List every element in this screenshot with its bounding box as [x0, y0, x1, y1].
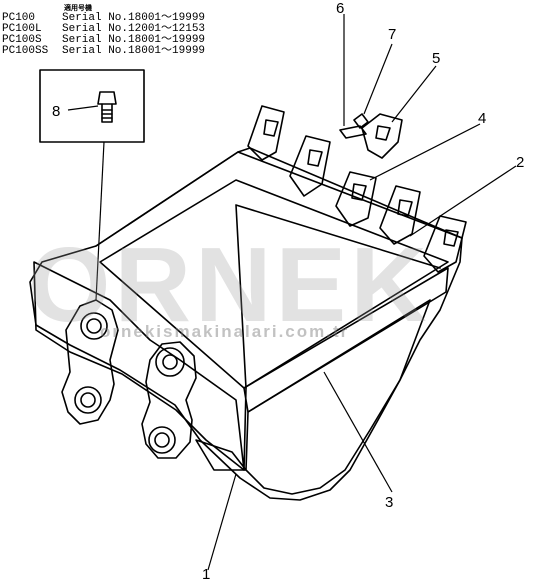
wear-plate	[195, 439, 247, 471]
tooth-3	[335, 171, 377, 227]
bolt-head	[97, 91, 117, 105]
side-plate-line	[243, 387, 247, 471]
leader-bolt-drop	[95, 141, 105, 301]
inner-rim	[99, 179, 449, 389]
front-lug	[141, 341, 197, 459]
bolt-thread	[101, 109, 113, 119]
callout-3: 3	[385, 494, 394, 511]
serial-range: Serial No.18001～19999	[62, 12, 206, 24]
bolt-inset-box	[39, 69, 145, 143]
cutting-edge	[95, 151, 463, 247]
front-band	[243, 267, 449, 413]
tooth-1	[247, 105, 285, 161]
callout-7: 7	[388, 26, 397, 43]
applicable-serials: 適用号機 PC100 Serial No.18001～19999 PC100L …	[2, 4, 217, 57]
tooth-5	[423, 215, 467, 273]
leader-1	[207, 473, 237, 571]
callout-8: 8	[52, 103, 61, 120]
bucket-shell	[29, 147, 463, 501]
spare-tooth	[361, 113, 403, 159]
front-pin-hole-inner	[162, 354, 178, 370]
bolt-shank	[101, 103, 113, 123]
serials-header: 適用号機	[64, 4, 92, 12]
callout-4: 4	[478, 110, 487, 127]
serial-row: PC100 Serial No.18001～19999	[2, 13, 217, 24]
leader-8	[67, 105, 99, 111]
upper-pin-hole-outer	[80, 312, 108, 340]
callout-2: 2	[516, 154, 525, 171]
spare-pin	[353, 113, 369, 129]
serial-model: PC100SS	[2, 45, 49, 57]
leader-4	[369, 123, 481, 181]
front-pin-hole-outer	[155, 347, 185, 377]
serial-model: PC100S	[2, 34, 42, 46]
lower-pin-hole-inner	[154, 432, 170, 448]
serial-model: PC100	[2, 12, 36, 24]
serial-row: PC100S Serial No.18001～19999	[2, 35, 217, 46]
middle-pin-hole-inner	[80, 392, 96, 408]
left-side-plate	[33, 261, 245, 471]
tooth-2	[289, 135, 331, 197]
bottom-shell	[245, 299, 431, 495]
callout-6: 6	[336, 0, 345, 17]
serial-row: PC100SS Serial No.18001～19999	[2, 46, 217, 57]
leader-7	[363, 43, 393, 115]
watermark-url: ornekismakinalari.com.tr	[100, 322, 350, 341]
spare-lock	[339, 125, 367, 139]
lower-pin-hole-outer	[148, 426, 176, 454]
spare-tooth-slot	[375, 125, 391, 141]
serial-range: Serial No.18001～19999	[62, 34, 206, 46]
serial-range: Serial No.18001～19999	[62, 45, 206, 57]
watermark-brand: ORNEK	[28, 226, 431, 344]
middle-pin-hole-outer	[74, 386, 102, 414]
leader-3	[323, 371, 393, 493]
upper-pin-hole-inner	[86, 318, 102, 334]
inner-floor	[235, 204, 441, 389]
leader-2	[409, 165, 517, 237]
serial-model: PC100L	[2, 23, 42, 35]
tooth-4	[379, 185, 421, 245]
upper-lug	[61, 299, 119, 425]
serial-row: PC100L Serial No.12001～12153	[2, 24, 217, 35]
serial-range: Serial No.12001～12153	[62, 23, 206, 35]
leader-5	[391, 65, 437, 123]
callout-5: 5	[432, 50, 441, 67]
callout-1: 1	[202, 566, 211, 583]
